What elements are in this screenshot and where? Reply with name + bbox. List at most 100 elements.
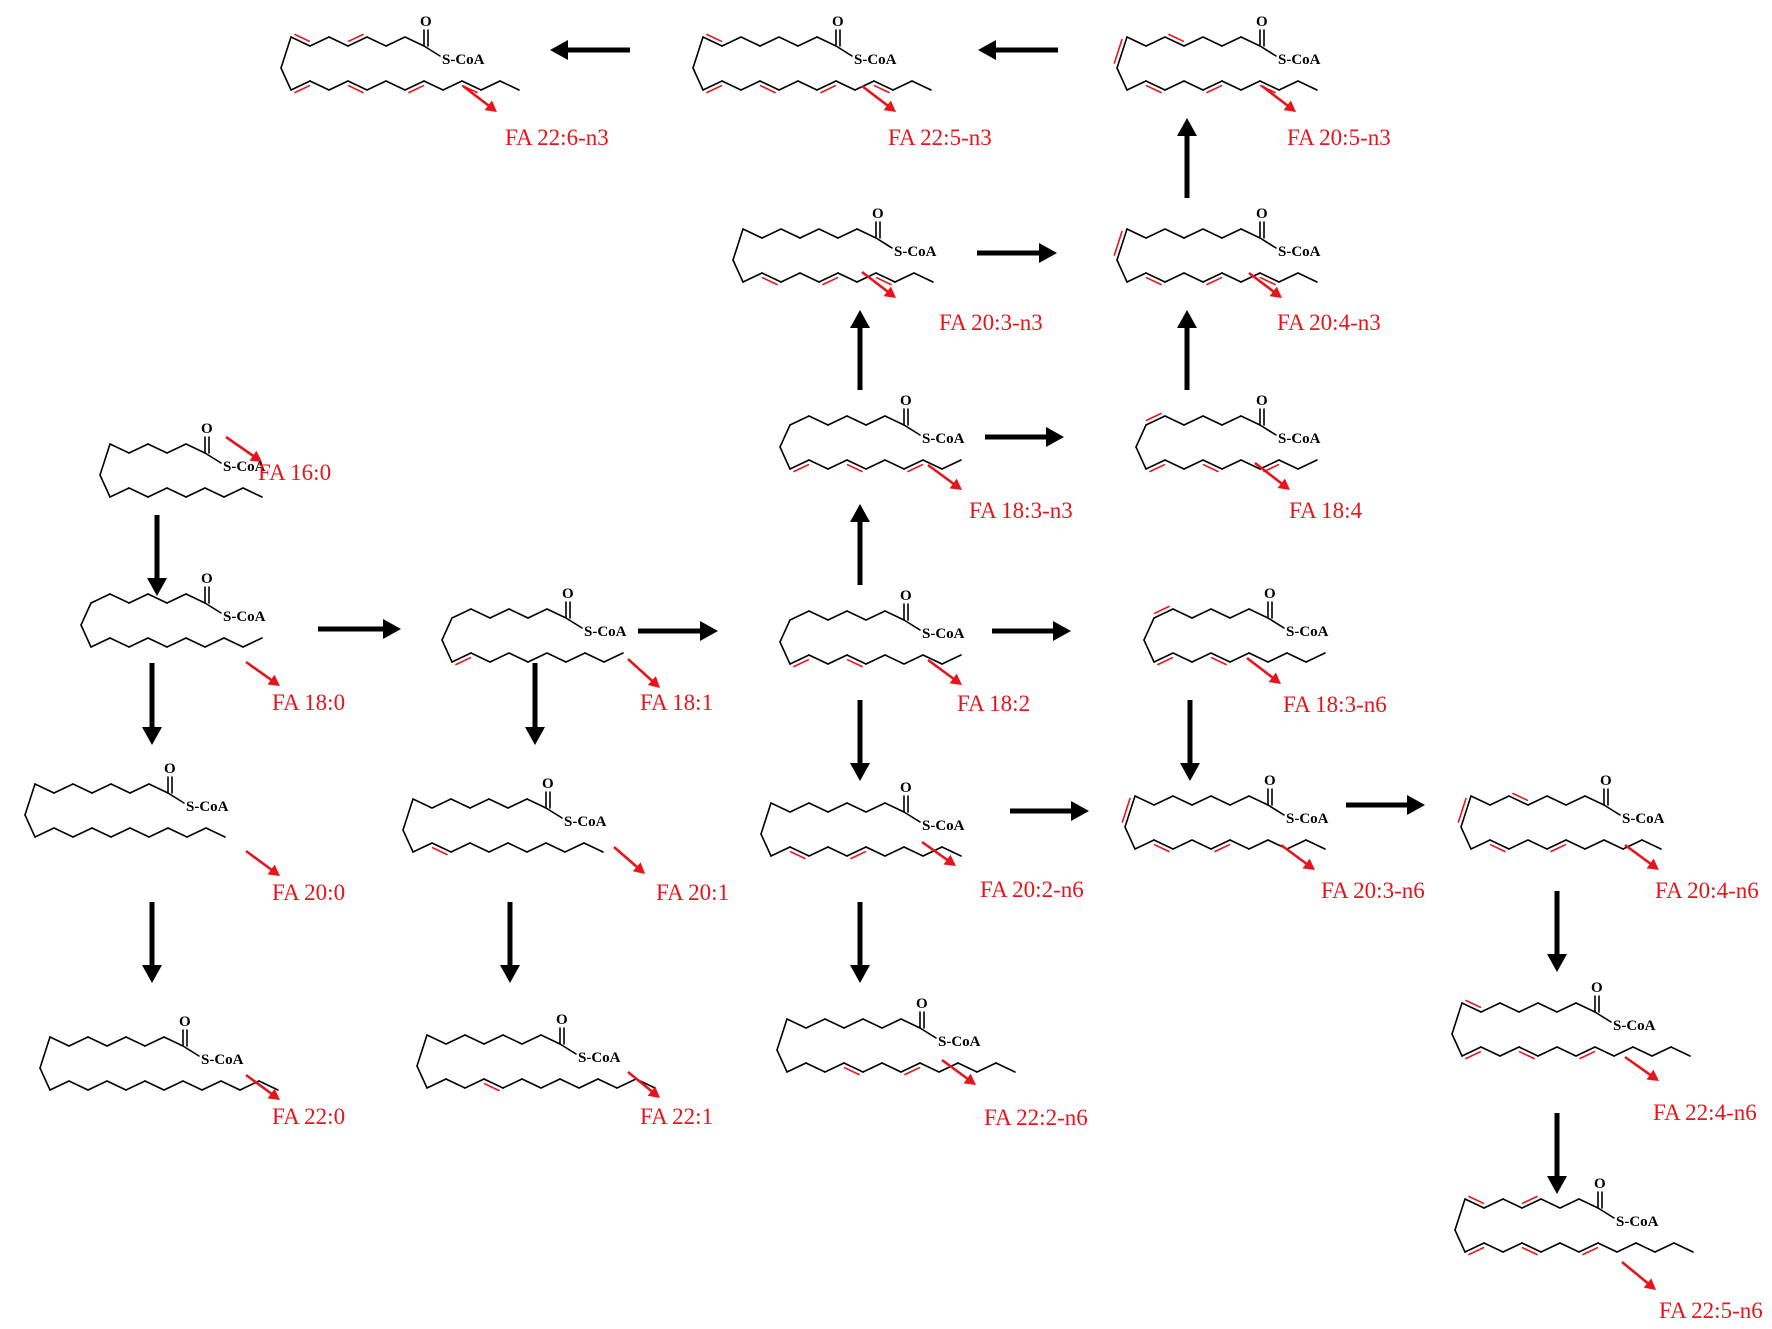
chain-bond [1145,228,1166,239]
chain-bond [1673,1242,1694,1253]
chain-bond [1240,415,1261,426]
chain-bond [884,459,905,470]
chain-bond [780,228,801,239]
chain-bond [1221,415,1242,426]
chain-bond [818,228,839,239]
thioester-bond [903,424,921,436]
conversion-arrow [1010,801,1089,821]
chain-bond [1670,1046,1691,1057]
chain-bond [818,272,839,283]
chain-bond [761,228,782,239]
chain-bond [185,593,206,604]
oxygen-atom-label: O [164,761,176,777]
chain-bond [1143,639,1155,663]
thioester-bond [1259,424,1277,436]
chain-bond [808,459,829,470]
chain-bond [328,36,349,47]
double-bond [1153,843,1170,853]
chain-bond [1537,1002,1558,1013]
chain-bond [99,474,111,498]
chain-bond [385,36,406,47]
double-bond [1579,1050,1596,1060]
chain-bond [584,652,605,663]
chain-bond [147,593,168,604]
chain-bond [1480,1002,1501,1013]
chain-bond [1116,36,1128,69]
chain-bond [540,1078,561,1089]
chain-bond [1164,459,1185,470]
chain-bond [824,1018,845,1029]
chain-bond [1172,608,1193,619]
chain-bond [166,637,187,648]
chain-bond [1164,228,1185,239]
label-pointer-arrow [1624,1055,1659,1081]
chain-bond [799,228,820,239]
chain-bond [521,1078,542,1089]
chain-bond [1172,652,1193,663]
chain-bond [109,487,130,498]
chain-bond [242,487,263,498]
chain-bond [347,80,368,91]
chain-bond [489,608,510,619]
chain-bond [451,652,472,663]
double-bond [1465,999,1482,1009]
chain-bond [873,80,894,91]
chain-bond [1153,652,1174,663]
chain-bond [779,641,791,665]
chain-bond [110,827,131,838]
chain-bond [786,1018,807,1029]
double-bond [347,84,364,94]
conversion-arrow [985,427,1064,447]
chain-bond [1654,1242,1675,1253]
oxygen-atom-label: O [900,780,912,796]
chain-bond [1221,272,1242,283]
label-pointer-arrow [927,463,962,490]
chain-bond [789,459,810,470]
chain-bond [995,1062,1016,1073]
chain-bond [34,827,55,838]
thioester-bond [1267,617,1285,629]
chain-bond [451,608,472,619]
thioester-bond [167,792,185,804]
chain-bond [461,80,482,91]
conversion-arrow [1180,700,1200,781]
chain-bond [129,783,150,794]
oxygen-atom-label: O [1264,586,1276,602]
chain-bond [776,1049,788,1073]
conversion-arrow [1547,891,1567,972]
chain-bond [903,846,924,857]
chain-bond [1143,617,1155,641]
chain-bond [423,80,444,91]
chain-bond [789,802,810,813]
chain-bond [68,1036,89,1047]
double-bond [843,1066,860,1076]
chain-bond [1278,459,1299,470]
thioester-bond [1597,1207,1615,1219]
chain-bond [1164,36,1185,47]
label-pointer-arrow [613,846,645,874]
chain-bond [941,654,962,665]
oxygen-atom-label: O [1594,1176,1606,1192]
thioester-bond [1594,1011,1612,1023]
chain-bond [87,1036,108,1047]
chain-bond [900,1018,921,1029]
chain-bond [1116,259,1128,283]
chain-bond [166,443,187,454]
chain-bond [884,846,905,857]
chain-bond [603,652,624,663]
fatty-acid-label: FA 22:6-n3 [505,125,609,150]
chain-bond [865,846,886,857]
conversion-arrow [977,243,1057,263]
chain-bond [1134,795,1155,806]
chain-bond [1240,272,1261,283]
double-bond [820,84,837,94]
chain-bond [527,652,548,663]
label-pointer-arrow [1246,656,1281,684]
double-bond [904,1066,921,1076]
chain-bond [1651,1046,1672,1057]
chain-bond [53,827,74,838]
chain-bond [109,637,130,648]
